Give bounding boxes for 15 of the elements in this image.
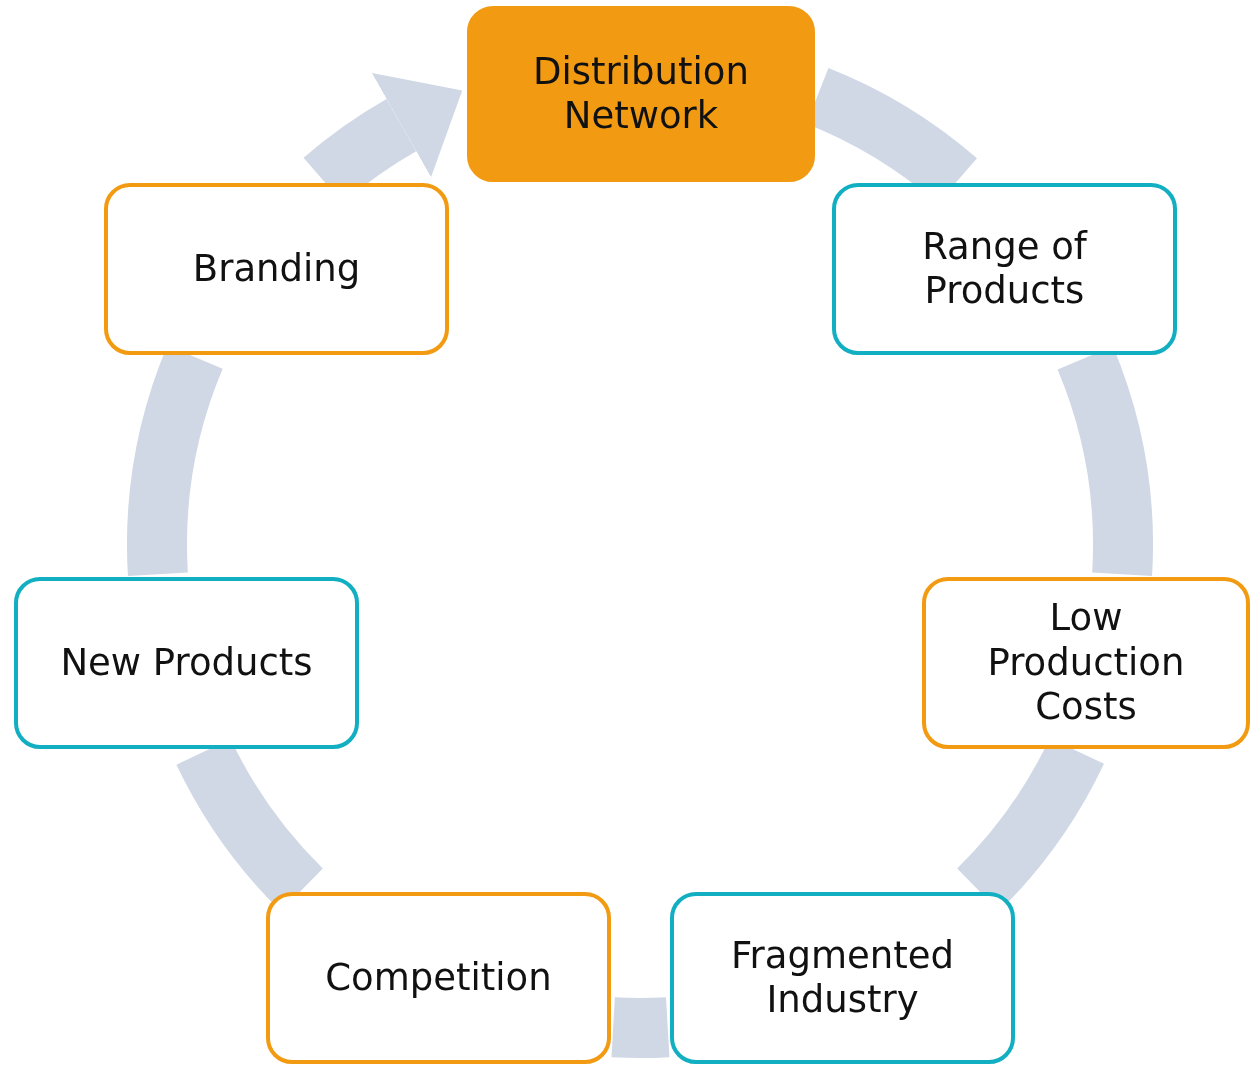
process-box xyxy=(266,892,611,1064)
process-box xyxy=(832,183,1177,355)
box-label: Branding xyxy=(192,246,361,292)
box-label: New Products xyxy=(60,640,313,686)
box-label: Range of Products xyxy=(921,224,1089,314)
box-label: Distribution Network xyxy=(532,49,750,139)
process-box xyxy=(922,577,1250,749)
box-label: Competition xyxy=(325,955,552,1001)
cycle-segment xyxy=(611,997,670,1058)
box-label: Fragmented Industry xyxy=(730,933,955,1023)
box-label: Low Production Costs xyxy=(986,596,1186,730)
process-box xyxy=(467,6,815,182)
process-box xyxy=(670,892,1015,1064)
process-box xyxy=(14,577,359,749)
process-box xyxy=(104,183,449,355)
